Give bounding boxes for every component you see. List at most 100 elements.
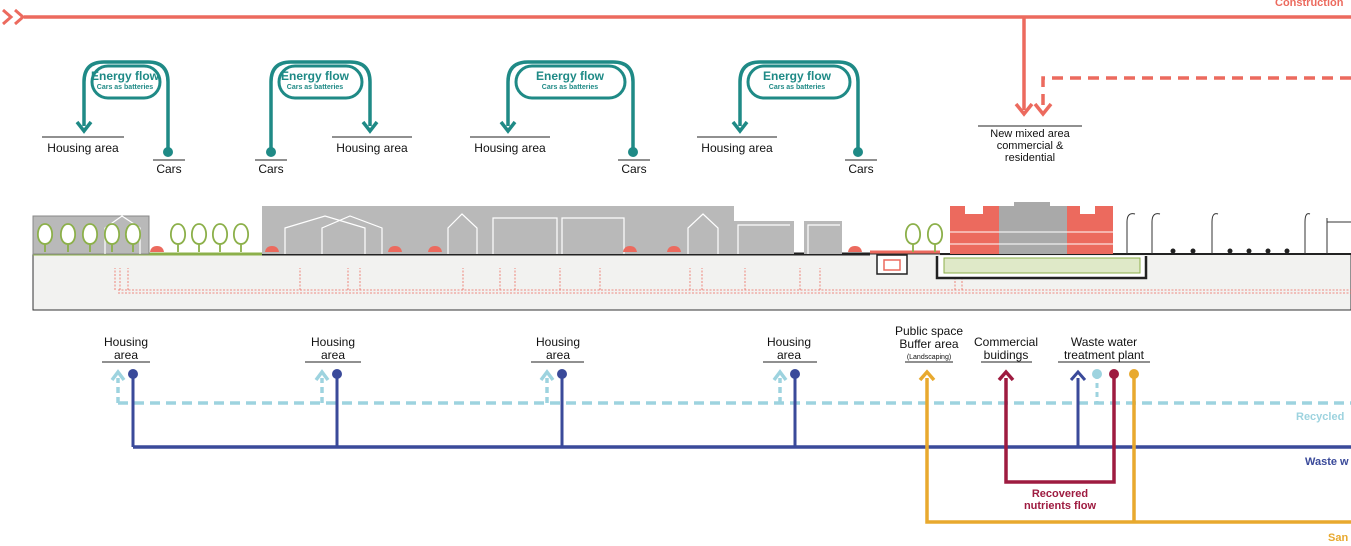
building <box>734 221 794 254</box>
energy-flow-title: Energy flow <box>535 69 604 83</box>
arrow-up-icon <box>314 369 330 382</box>
arrow-down-icon <box>499 120 517 134</box>
arrow-down-icon <box>731 120 749 134</box>
construction-label: Construction <box>1275 0 1344 9</box>
tree-icon <box>81 223 99 252</box>
bollards <box>1170 248 1290 254</box>
mixed-area-buildings <box>950 202 1113 254</box>
dot-icon <box>1109 369 1119 379</box>
arrow-up-icon <box>539 369 555 382</box>
building-block <box>262 206 734 254</box>
nutrients-label-line1: Recovered <box>1031 488 1089 500</box>
car-icon <box>623 246 637 252</box>
energy-loop <box>697 60 877 161</box>
housing-node-label-line2: area <box>776 348 802 362</box>
car-icon <box>388 246 402 252</box>
cars-label: Cars <box>258 162 284 176</box>
car-icon <box>667 246 681 252</box>
energy-loop-line <box>82 60 170 150</box>
construction-flow <box>2 8 1351 127</box>
housing-area-label: Housing area <box>47 141 119 155</box>
public-space-label-line2: Buffer area <box>899 337 959 351</box>
energy-loop-line <box>738 60 860 150</box>
dot-icon <box>163 147 173 157</box>
dot-icon <box>1129 369 1139 379</box>
chevrons-icon <box>2 8 26 26</box>
cars-label: Cars <box>156 162 182 176</box>
public-space-label-line3: (Landscaping) <box>906 354 952 361</box>
trees <box>36 223 944 252</box>
dot-icon <box>1092 369 1102 379</box>
ground-slab <box>32 253 1351 311</box>
arrow-down-icon <box>361 120 379 134</box>
tree-icon <box>926 223 944 252</box>
housing-node-label-line1: Housing <box>103 335 149 349</box>
arrow-down-icon <box>75 120 93 134</box>
construction-dashed-line <box>1041 76 1351 110</box>
energy-flow-title: Energy flow <box>90 69 159 83</box>
tree-icon <box>169 223 187 252</box>
arrow-up-icon <box>918 369 936 382</box>
housing-area-label: Housing area <box>701 141 773 155</box>
energy-loop-line <box>269 60 372 150</box>
building-outlines <box>104 213 840 254</box>
building <box>804 221 842 254</box>
mixed-area-line1: New mixed area <box>990 128 1070 140</box>
cars-label: Cars <box>848 162 874 176</box>
waste-water-label: Waste w <box>1305 456 1349 468</box>
energy-flow-subtitle: Cars as batteries <box>96 84 154 91</box>
recycled-label: Recycled <box>1296 411 1345 423</box>
energy-flow-title: Energy flow <box>280 69 349 83</box>
utility-flows <box>102 361 1351 524</box>
commercial-label-line2: buidings <box>983 348 1029 362</box>
cars <box>150 246 862 252</box>
arrow-up-icon <box>772 369 788 382</box>
car-icon <box>150 246 164 252</box>
commercial-label-line1: Commercial <box>973 335 1038 349</box>
cars-label: Cars <box>621 162 647 176</box>
energy-flow-pill <box>746 64 852 100</box>
arrow-up-icon <box>110 369 126 382</box>
tree-icon <box>59 223 77 252</box>
energy-flow-subtitle: Cars as batteries <box>541 84 599 91</box>
housing-node-label-line1: Housing <box>766 335 812 349</box>
arrow-up-icon <box>1069 369 1087 381</box>
housing-node-label-line2: area <box>545 348 571 362</box>
housing-area-label: Housing area <box>474 141 546 155</box>
dot-icon <box>128 369 138 379</box>
tank-inner <box>883 259 901 271</box>
nutrients-line <box>1004 374 1116 484</box>
dot-icon <box>557 369 567 379</box>
arrow-down-icon <box>1014 102 1034 117</box>
energy-flow-title: Energy flow <box>762 69 831 83</box>
public-space-label-line1: Public space <box>894 324 964 338</box>
wwtp-label-line1: Waste water <box>1070 335 1138 349</box>
tree-icon <box>36 223 54 252</box>
dot-icon <box>853 147 863 157</box>
street-section <box>32 202 1351 311</box>
dot-icon <box>790 369 800 379</box>
energy-flow-pill <box>514 64 627 100</box>
energy-loop <box>42 60 185 161</box>
arrow-down-icon <box>1033 102 1053 117</box>
car-icon <box>848 246 862 252</box>
sand-label: San <box>1328 532 1349 544</box>
housing-node-label-line1: Housing <box>535 335 581 349</box>
car-icon <box>428 246 442 252</box>
nutrients-label-line2: nutrients flow <box>1023 500 1097 512</box>
dot-icon <box>332 369 342 379</box>
energy-flows <box>42 60 877 161</box>
dot-icon <box>266 147 276 157</box>
energy-loop <box>255 60 412 161</box>
energy-flow-pill <box>90 64 162 100</box>
mixed-area-line2: commercial & <box>996 140 1064 152</box>
energy-loop <box>470 60 650 161</box>
housing-node-label-line2: area <box>320 348 346 362</box>
tree-icon <box>124 223 142 252</box>
tree-icon <box>103 223 121 252</box>
reed-bed <box>943 257 1141 274</box>
arrow-up-icon <box>997 369 1015 382</box>
nutrients-label: Recovered nutrients flow <box>1000 488 1120 512</box>
